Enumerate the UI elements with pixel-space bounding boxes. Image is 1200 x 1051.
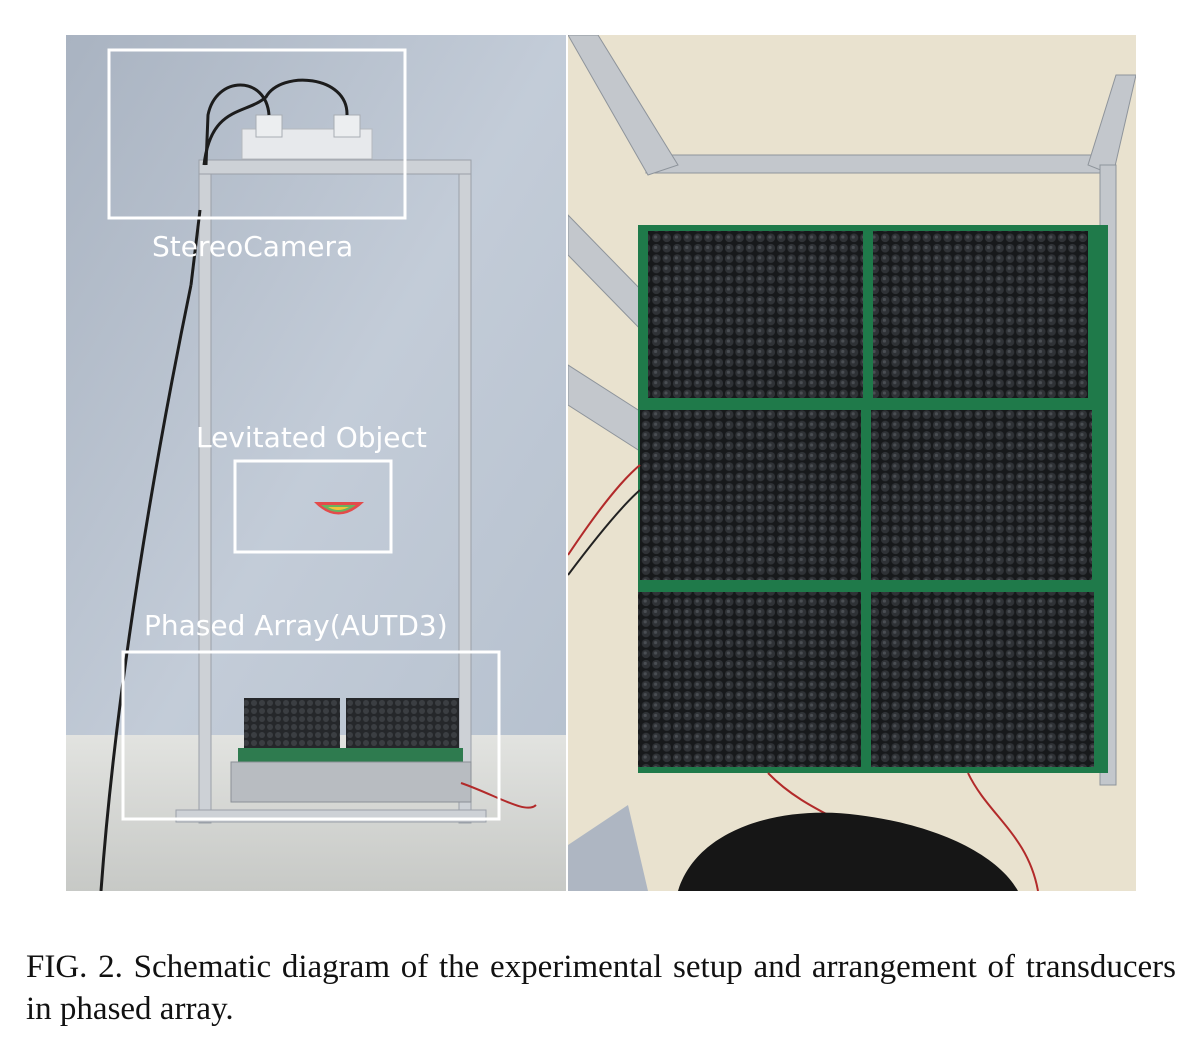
transducer-tile: [638, 592, 861, 767]
cables: [99, 78, 349, 891]
floor-corner: [568, 805, 648, 891]
stereo-camera-label: StereoCamera: [152, 230, 353, 263]
levitated-object-label: Levitated Object: [196, 421, 427, 454]
phased-array-label: Phased Array(AUTD3): [144, 609, 448, 642]
phased-array-device: [230, 698, 537, 809]
transducer-tile: [648, 231, 863, 398]
levitated-object: [314, 502, 364, 515]
transducer-array-photo: [568, 35, 1136, 891]
transducer-tile: [871, 592, 1094, 767]
transducer-tile: [640, 410, 861, 580]
figure: StereoCamera Levitated Object Phased Arr…: [66, 35, 1136, 891]
figure-caption: FIG. 2. Schematic diagram of the experim…: [26, 949, 1176, 1027]
transducer-tile: [871, 410, 1092, 580]
dark-object: [678, 812, 1018, 891]
transducer-tile: [873, 231, 1088, 398]
transducer-tiles: [638, 231, 1094, 767]
stereo-camera-box: [107, 48, 407, 220]
setup-photo: StereoCamera Levitated Object Phased Arr…: [66, 35, 566, 891]
levitated-object-box: [233, 459, 393, 554]
camera-lens-left: [255, 114, 283, 138]
camera-lens-right: [333, 114, 361, 138]
phased-array-box: [121, 650, 501, 821]
